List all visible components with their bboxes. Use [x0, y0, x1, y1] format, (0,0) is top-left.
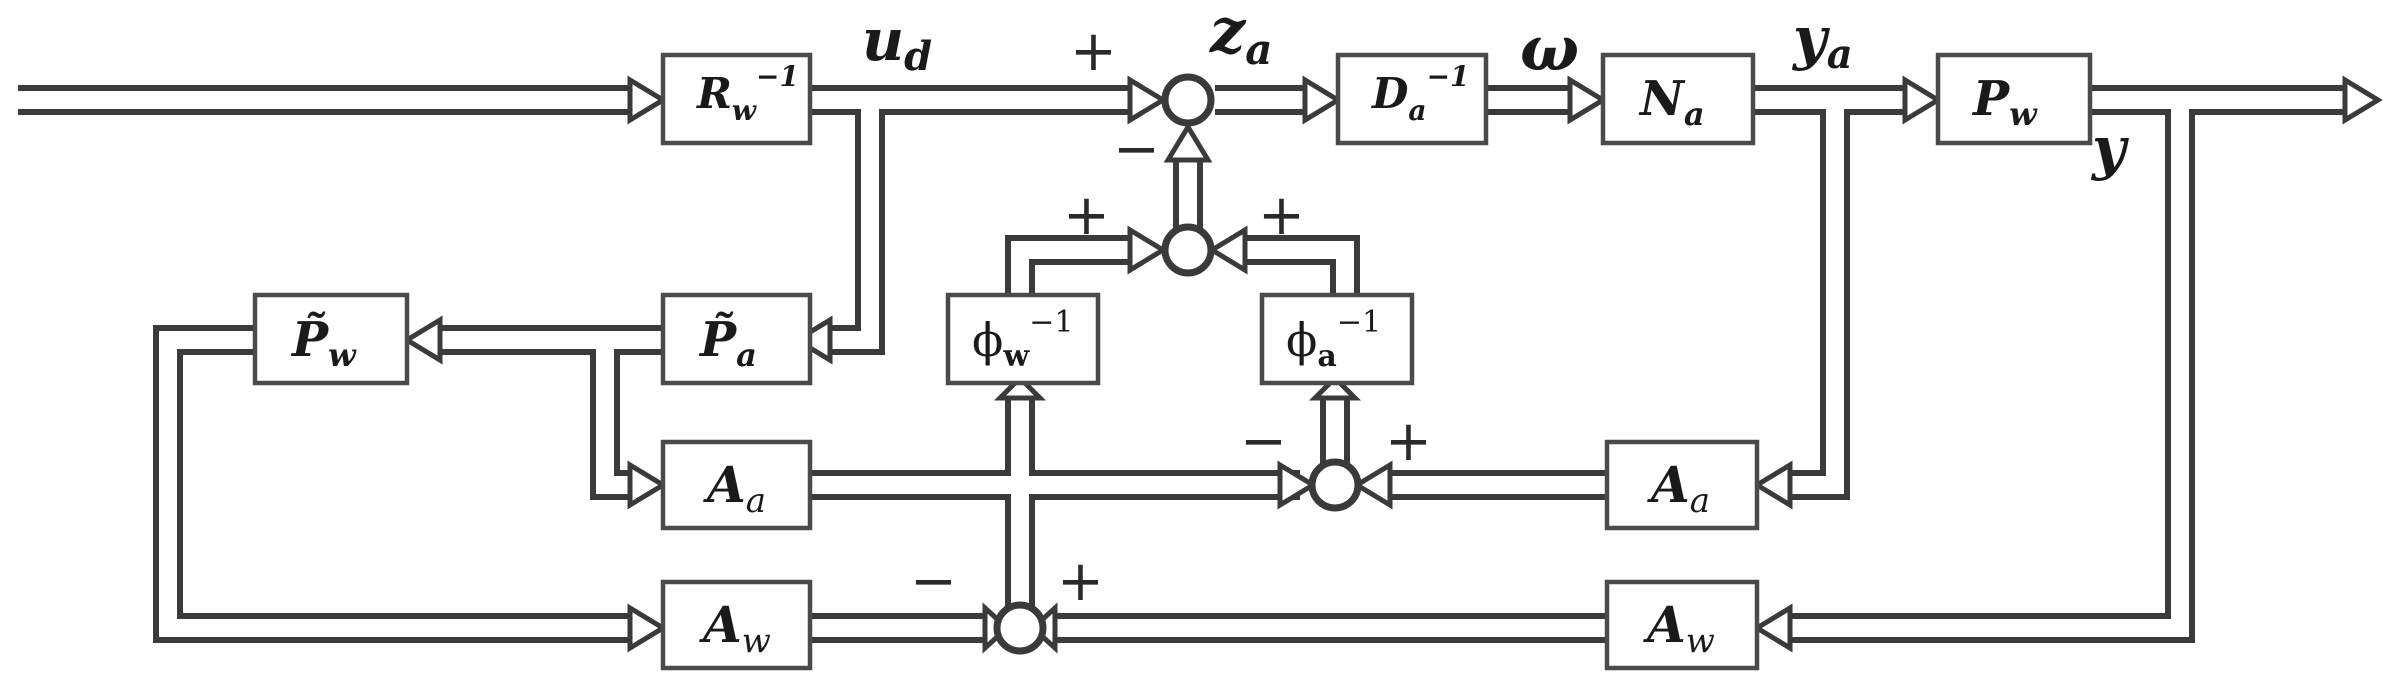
summing-junctions	[993, 73, 1362, 655]
svg-text:Na: Na	[1638, 71, 1705, 133]
da-inv-main: D	[1371, 69, 1409, 118]
svg-text:Aw: Aw	[699, 595, 771, 661]
block-phi-a-inv: ϕa−1	[1259, 292, 1415, 386]
sign-right-sum-plus: +	[1385, 409, 1432, 474]
pa-tilde-main: P̃	[698, 310, 738, 368]
signal-omega: ω	[1520, 12, 1579, 85]
sign-top-plus: +	[1070, 19, 1117, 84]
block-phi-w-inv: ϕw−1	[945, 292, 1101, 386]
signal-ud: ud	[862, 6, 932, 80]
wires	[18, 85, 2345, 643]
sum-middle	[1161, 223, 1215, 277]
aw-left-main: A	[699, 595, 742, 654]
svg-text:Aa: Aa	[1647, 455, 1710, 521]
block-aa-right: Aa	[1604, 439, 1760, 531]
arrowhead-to-da-inv	[1302, 75, 1343, 125]
aa-left-main: A	[703, 455, 746, 514]
svg-text:Aa: Aa	[703, 455, 766, 521]
sign-bottom-plus: +	[1057, 549, 1104, 614]
arrowhead-to-rw-inv	[627, 75, 668, 125]
signal-y: y	[2090, 114, 2130, 182]
blocks: Rw−1 Da−1 Na Pw P̃w	[252, 52, 2093, 671]
svg-text:P̃a: P̃a	[698, 310, 757, 374]
block-aw-right: Aw	[1604, 579, 1760, 671]
arrowhead-to-aw-right	[1752, 603, 1793, 653]
block-aw-left: Aw	[660, 579, 813, 671]
arrowhead-to-right-sum-left	[1277, 460, 1318, 510]
svg-text:ϕa−1: ϕa−1	[1286, 305, 1381, 374]
sum-bottom	[993, 601, 1047, 655]
arrowhead-to-pw-tilde	[402, 315, 443, 365]
svg-text:Pw: Pw	[1971, 71, 2038, 133]
signal-ya: ya	[1791, 4, 1853, 78]
arrowhead-output	[2342, 75, 2383, 125]
junction-signs: + − + + − + − +	[910, 19, 1432, 614]
arrowhead-to-pw	[1902, 75, 1943, 125]
sign-mid-right-plus: +	[1258, 183, 1305, 248]
arrowhead-to-aa-left	[627, 460, 668, 510]
pw-tilde-main: P̃	[290, 310, 330, 368]
arrowhead-mid-left	[1127, 225, 1168, 275]
sum-top	[1161, 73, 1215, 127]
arrowhead-to-top-sum	[1127, 75, 1168, 125]
arrowheads	[402, 75, 2383, 654]
arrowhead-to-na	[1567, 75, 1608, 125]
arrowhead-to-pa-tilde	[792, 315, 833, 365]
arrowhead-to-top-sum-minus	[1163, 122, 1213, 163]
block-pw-tilde: P̃w	[252, 292, 410, 386]
na-main: N	[1638, 71, 1686, 127]
sum-right	[1308, 458, 1362, 512]
block-pa-tilde: P̃a	[660, 292, 813, 386]
signal-za: za	[1209, 0, 1272, 74]
arrowhead-to-phi-a	[1308, 374, 1362, 401]
block-na: Na	[1600, 52, 1756, 146]
arrowhead-to-aw-left	[627, 603, 668, 653]
block-aa-left: Aa	[660, 439, 813, 531]
svg-text:Rw−1: Rw−1	[696, 60, 799, 127]
arrowhead-to-aa-right	[1752, 460, 1793, 510]
svg-text:P̃w: P̃w	[290, 310, 357, 374]
aa-right-main: A	[1647, 455, 1690, 514]
pw-main: P	[1971, 71, 2011, 127]
svg-text:Aw: Aw	[1643, 595, 1715, 661]
arrowhead-to-phi-w	[993, 374, 1047, 401]
phi-a-main: ϕ	[1286, 313, 1317, 367]
sign-bottom-minus: −	[910, 549, 957, 614]
rw-inv-main: R	[696, 69, 732, 118]
sign-top-minus: −	[1113, 117, 1160, 182]
phi-w-main: ϕ	[972, 313, 1003, 367]
svg-text:ϕw−1: ϕw−1	[972, 305, 1073, 374]
aw-right-main: A	[1643, 595, 1686, 654]
block-pw: Pw	[1935, 52, 2093, 146]
arrowhead-to-right-sum-right	[1352, 460, 1393, 510]
sign-mid-left-plus: +	[1063, 183, 1110, 248]
block-rw-inv: Rw−1	[660, 52, 813, 146]
svg-text:Da−1: Da−1	[1371, 60, 1470, 127]
sign-right-sum-minus: −	[1240, 409, 1287, 474]
block-da-inv: Da−1	[1335, 52, 1489, 146]
signal-labels: ud za ω ya y	[862, 0, 2130, 182]
arrowhead-mid-right	[1207, 225, 1248, 275]
